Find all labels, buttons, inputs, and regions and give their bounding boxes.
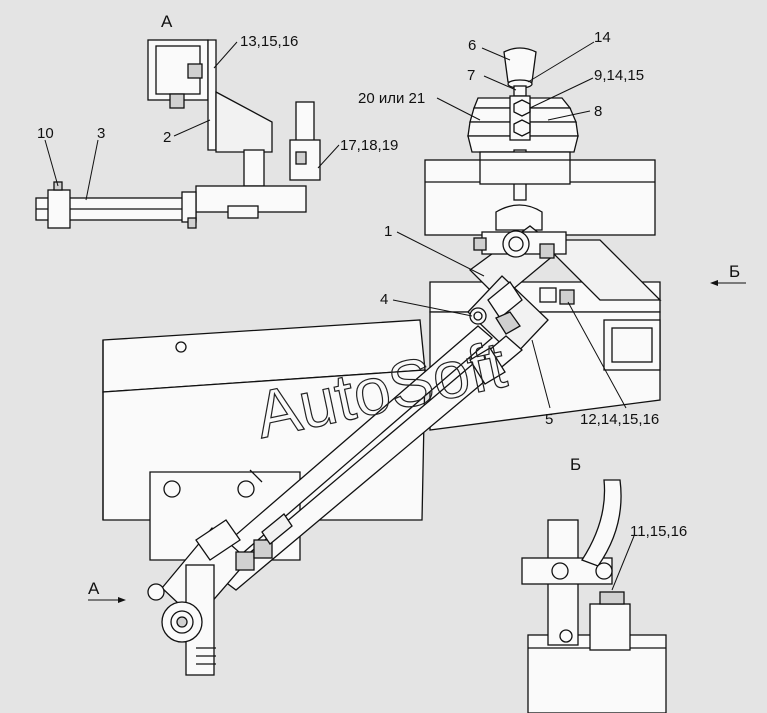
view-b-drawing (521, 479, 667, 713)
view-a-drawing (35, 39, 321, 229)
callout-2: 2 (163, 129, 171, 146)
callout-17-18-19: 17,18,19 (340, 137, 398, 154)
lower-pivot-assembly (147, 513, 293, 676)
callout-20-or-21: 20 или 21 (358, 90, 425, 107)
callout-3: 3 (97, 125, 105, 142)
view-arrows (88, 280, 746, 603)
callout-7: 7 (467, 67, 475, 84)
view-a-arrow-label: А (88, 579, 100, 598)
callout-9-14-15: 9,14,15 (594, 67, 644, 84)
view-b-title: Б (570, 455, 581, 474)
callout-6: 6 (468, 37, 476, 54)
part-callouts: 13,15,16 2 17,18,19 10 3 6 14 7 9,14,15 … (37, 29, 687, 540)
shift-lever-rod (479, 149, 571, 231)
callout-14: 14 (594, 29, 611, 46)
leader-lines (44, 41, 635, 591)
lower-frame-plate (149, 471, 301, 561)
shift-knob (503, 47, 537, 97)
callout-12-14-15-16: 12,14,15,16 (580, 411, 659, 428)
shift-boot (467, 95, 579, 153)
lever-bracket (469, 225, 575, 305)
linkage-block (467, 275, 549, 357)
callout-13-15-16: 13,15,16 (240, 33, 298, 50)
callout-8: 8 (594, 103, 602, 120)
callout-4: 4 (380, 291, 388, 308)
callout-5: 5 (545, 411, 553, 428)
callout-1: 1 (384, 223, 392, 240)
callout-10: 10 (37, 125, 54, 142)
view-a-title: А (161, 12, 173, 31)
callout-11-15-16: 11,15,16 (630, 523, 687, 540)
view-b-arrow-label: Б (729, 262, 740, 281)
view-labels: А Б А Б (88, 12, 740, 598)
